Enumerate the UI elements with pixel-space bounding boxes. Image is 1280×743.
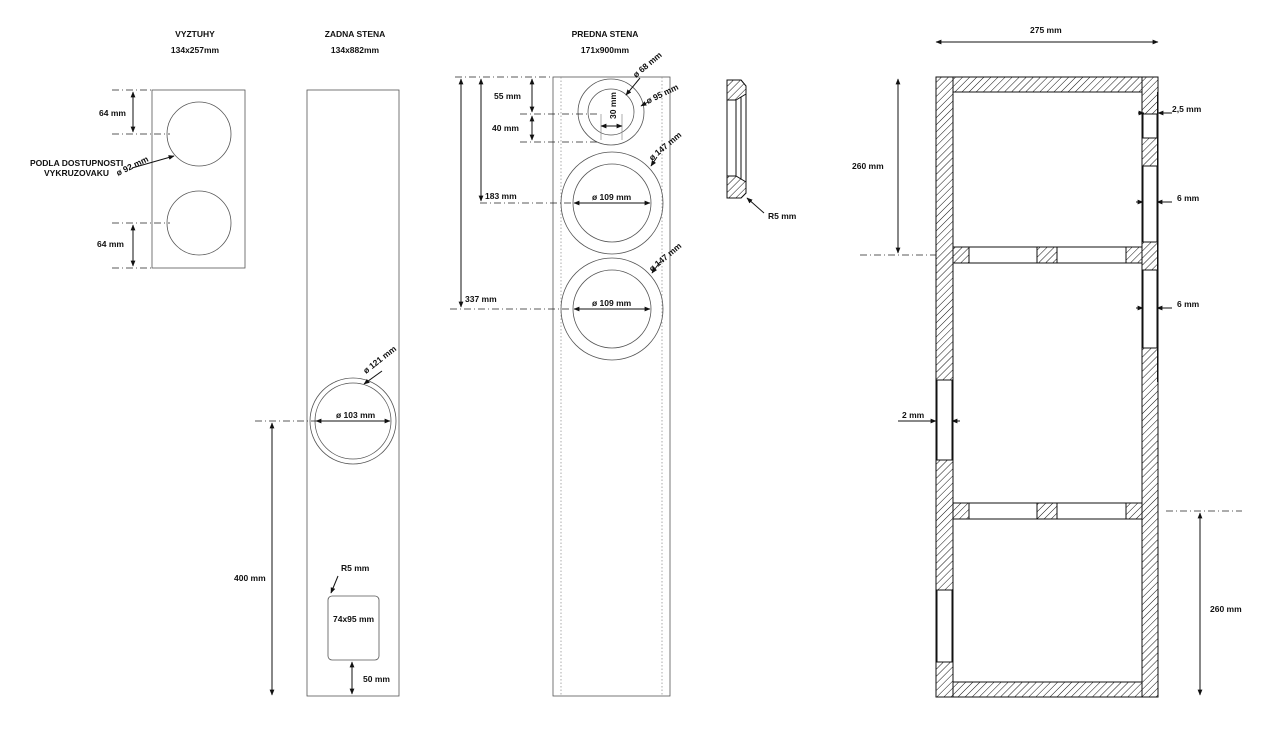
predna-size: 171x900mm bbox=[581, 45, 630, 55]
radius-label: R5 mm bbox=[341, 563, 370, 573]
front-opening-tweeter bbox=[1142, 113, 1158, 139]
leader-arrow bbox=[746, 197, 765, 214]
predna-stena-view: PREDNA STENA 171x900mm ø 68 mm ø 95 mm 3… bbox=[450, 29, 684, 697]
vyztuhy-view: VYZTUHY 134x257mm 64 mm 64 mm PODLA DOST… bbox=[30, 29, 246, 269]
diameter-label: ø 109 mm bbox=[592, 192, 632, 202]
dim-label: 6 mm bbox=[1177, 193, 1200, 203]
vyztuhy-hole-top bbox=[166, 101, 232, 167]
port-cutout bbox=[327, 595, 380, 661]
diameter-label: ø 68 mm bbox=[631, 49, 664, 79]
dim-label: 183 mm bbox=[485, 191, 517, 201]
left-wall-cutout bbox=[936, 589, 953, 663]
leader-arrow bbox=[363, 370, 383, 385]
zadna-panel bbox=[306, 89, 400, 697]
dim-label: 275 mm bbox=[1030, 25, 1062, 35]
brace-block bbox=[1036, 502, 1058, 520]
woofer2-inner bbox=[572, 269, 652, 349]
leader-arrow bbox=[625, 77, 641, 96]
dim-label: 6 mm bbox=[1177, 299, 1200, 309]
woofer2-outer bbox=[560, 257, 664, 361]
profile-section-top bbox=[726, 79, 747, 101]
dim-label: 50 mm bbox=[363, 674, 390, 684]
baffle-edge bbox=[1157, 92, 1158, 382]
diameter-label: ø 109 mm bbox=[592, 298, 632, 308]
dim-label: 260 mm bbox=[852, 161, 884, 171]
note-label: PODLA DOSTUPNOSTI bbox=[30, 158, 123, 168]
brace-block bbox=[1125, 246, 1143, 264]
top-wall bbox=[935, 76, 1159, 93]
vyztuhy-title: VYZTUHY bbox=[175, 29, 215, 39]
dim-label: 64 mm bbox=[97, 239, 124, 249]
front-opening-woofer2 bbox=[1142, 269, 1158, 349]
diameter-label: ø 121 mm bbox=[361, 343, 398, 375]
zadna-size: 134x882mm bbox=[331, 45, 380, 55]
diameter-label: ø 95 mm bbox=[644, 81, 680, 105]
profile-section-bottom bbox=[726, 175, 747, 199]
cabinet-section-view: 275 mm 260 mm 260 mm 2,5 mm bbox=[852, 25, 1242, 698]
radius-label: R5 mm bbox=[768, 211, 797, 221]
port-label: 74x95 mm bbox=[333, 614, 375, 624]
vyztuhy-panel bbox=[151, 89, 246, 269]
vyztuhy-hole-bottom bbox=[166, 190, 232, 256]
diameter-label: ø 147 mm bbox=[647, 240, 684, 273]
dim-label: 2,5 mm bbox=[1172, 104, 1202, 114]
leader-arrow bbox=[330, 575, 339, 594]
predna-panel bbox=[552, 76, 671, 697]
zadna-hole-outer bbox=[309, 377, 397, 465]
diameter-label: ø 147 mm bbox=[647, 129, 684, 162]
woofer1-inner bbox=[572, 163, 652, 243]
tweeter-outer bbox=[577, 78, 645, 146]
bottom-wall bbox=[935, 681, 1159, 698]
dim-label: 400 mm bbox=[234, 573, 266, 583]
note-label: VYKRUZOVAKU bbox=[44, 168, 109, 178]
brace-block bbox=[1125, 502, 1143, 520]
vyztuhy-size: 134x257mm bbox=[171, 45, 220, 55]
dim-label: 2 mm bbox=[902, 410, 925, 420]
predna-title: PREDNA STENA bbox=[572, 29, 639, 39]
dim-label: 64 mm bbox=[99, 108, 126, 118]
leader-arrow bbox=[640, 101, 649, 107]
front-opening-woofer1 bbox=[1142, 165, 1158, 243]
leader-arrow bbox=[651, 261, 661, 274]
zadna-title: ZADNA STENA bbox=[325, 29, 386, 39]
dim-label: 337 mm bbox=[465, 294, 497, 304]
tweeter-inner bbox=[587, 88, 635, 136]
cabinet-inner bbox=[952, 91, 1143, 683]
leader-arrow bbox=[131, 155, 175, 169]
brace-block bbox=[952, 246, 970, 264]
leader-arrow bbox=[650, 156, 658, 167]
left-wall-cutout bbox=[936, 379, 953, 461]
dim-label: 55 mm bbox=[494, 91, 521, 101]
dim-label: 260 mm bbox=[1210, 604, 1242, 614]
brace-block bbox=[952, 502, 970, 520]
brace-block bbox=[1036, 246, 1058, 264]
front-profile-detail: R5 mm bbox=[726, 79, 797, 221]
dim-label: 30 mm bbox=[608, 92, 618, 119]
zadna-stena-view: ZADNA STENA 134x882mm ø 103 mm ø 121 mm … bbox=[234, 29, 400, 697]
dim-label: 40 mm bbox=[492, 123, 519, 133]
diameter-label: ø 103 mm bbox=[336, 410, 376, 420]
